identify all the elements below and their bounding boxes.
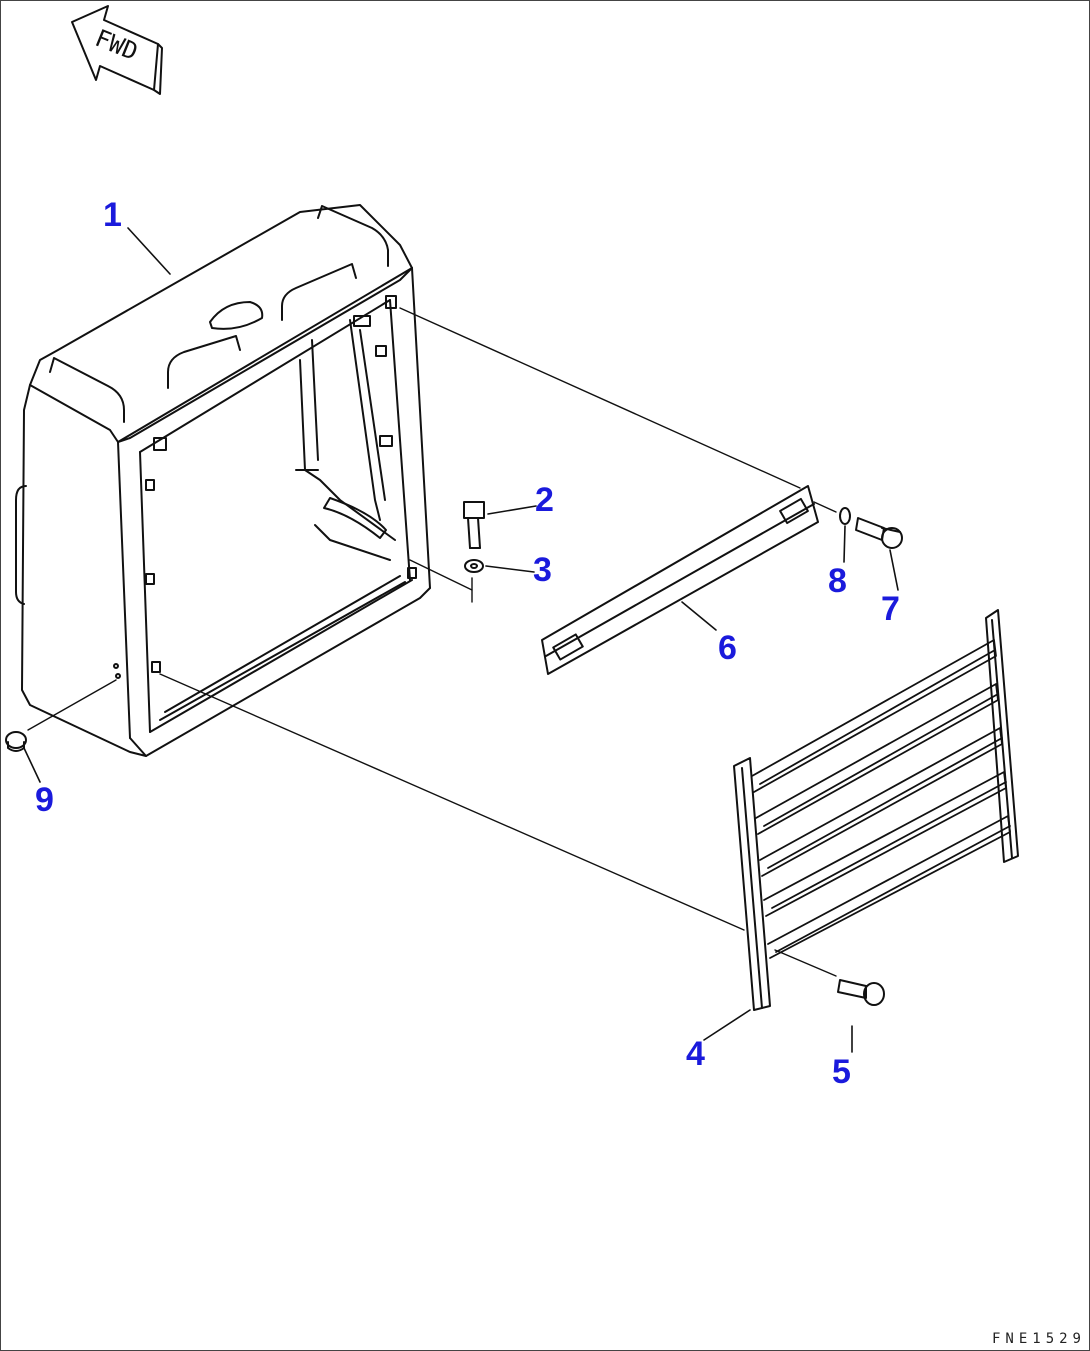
part-3-washer — [464, 559, 484, 573]
callout-4: 4 — [686, 1035, 705, 1073]
part-1-radiator-guard — [15, 204, 431, 757]
callout-1: 1 — [103, 196, 122, 234]
callout-5: 5 — [832, 1053, 851, 1091]
callout-8: 8 — [828, 562, 847, 600]
drawing-code: FNE1529 — [991, 1331, 1086, 1347]
part-7-bolt — [855, 517, 903, 549]
fwd-arrow-icon: FWD — [71, 5, 163, 95]
part-9-plug — [5, 731, 27, 752]
callout-7: 7 — [881, 590, 900, 628]
callout-leader-lines — [23, 227, 899, 1053]
part-2-bolt — [463, 501, 485, 549]
part-6-bar — [541, 485, 819, 675]
part-8-washer — [839, 507, 851, 525]
callout-3: 3 — [533, 551, 552, 589]
fwd-label: FWD — [91, 24, 142, 66]
callout-6: 6 — [718, 629, 737, 667]
part-5-bolt — [837, 979, 885, 1006]
part-4-grille — [733, 609, 1019, 1011]
callout-2: 2 — [535, 481, 554, 519]
assembly-guide-lines — [27, 307, 837, 977]
callout-9: 9 — [35, 781, 54, 819]
